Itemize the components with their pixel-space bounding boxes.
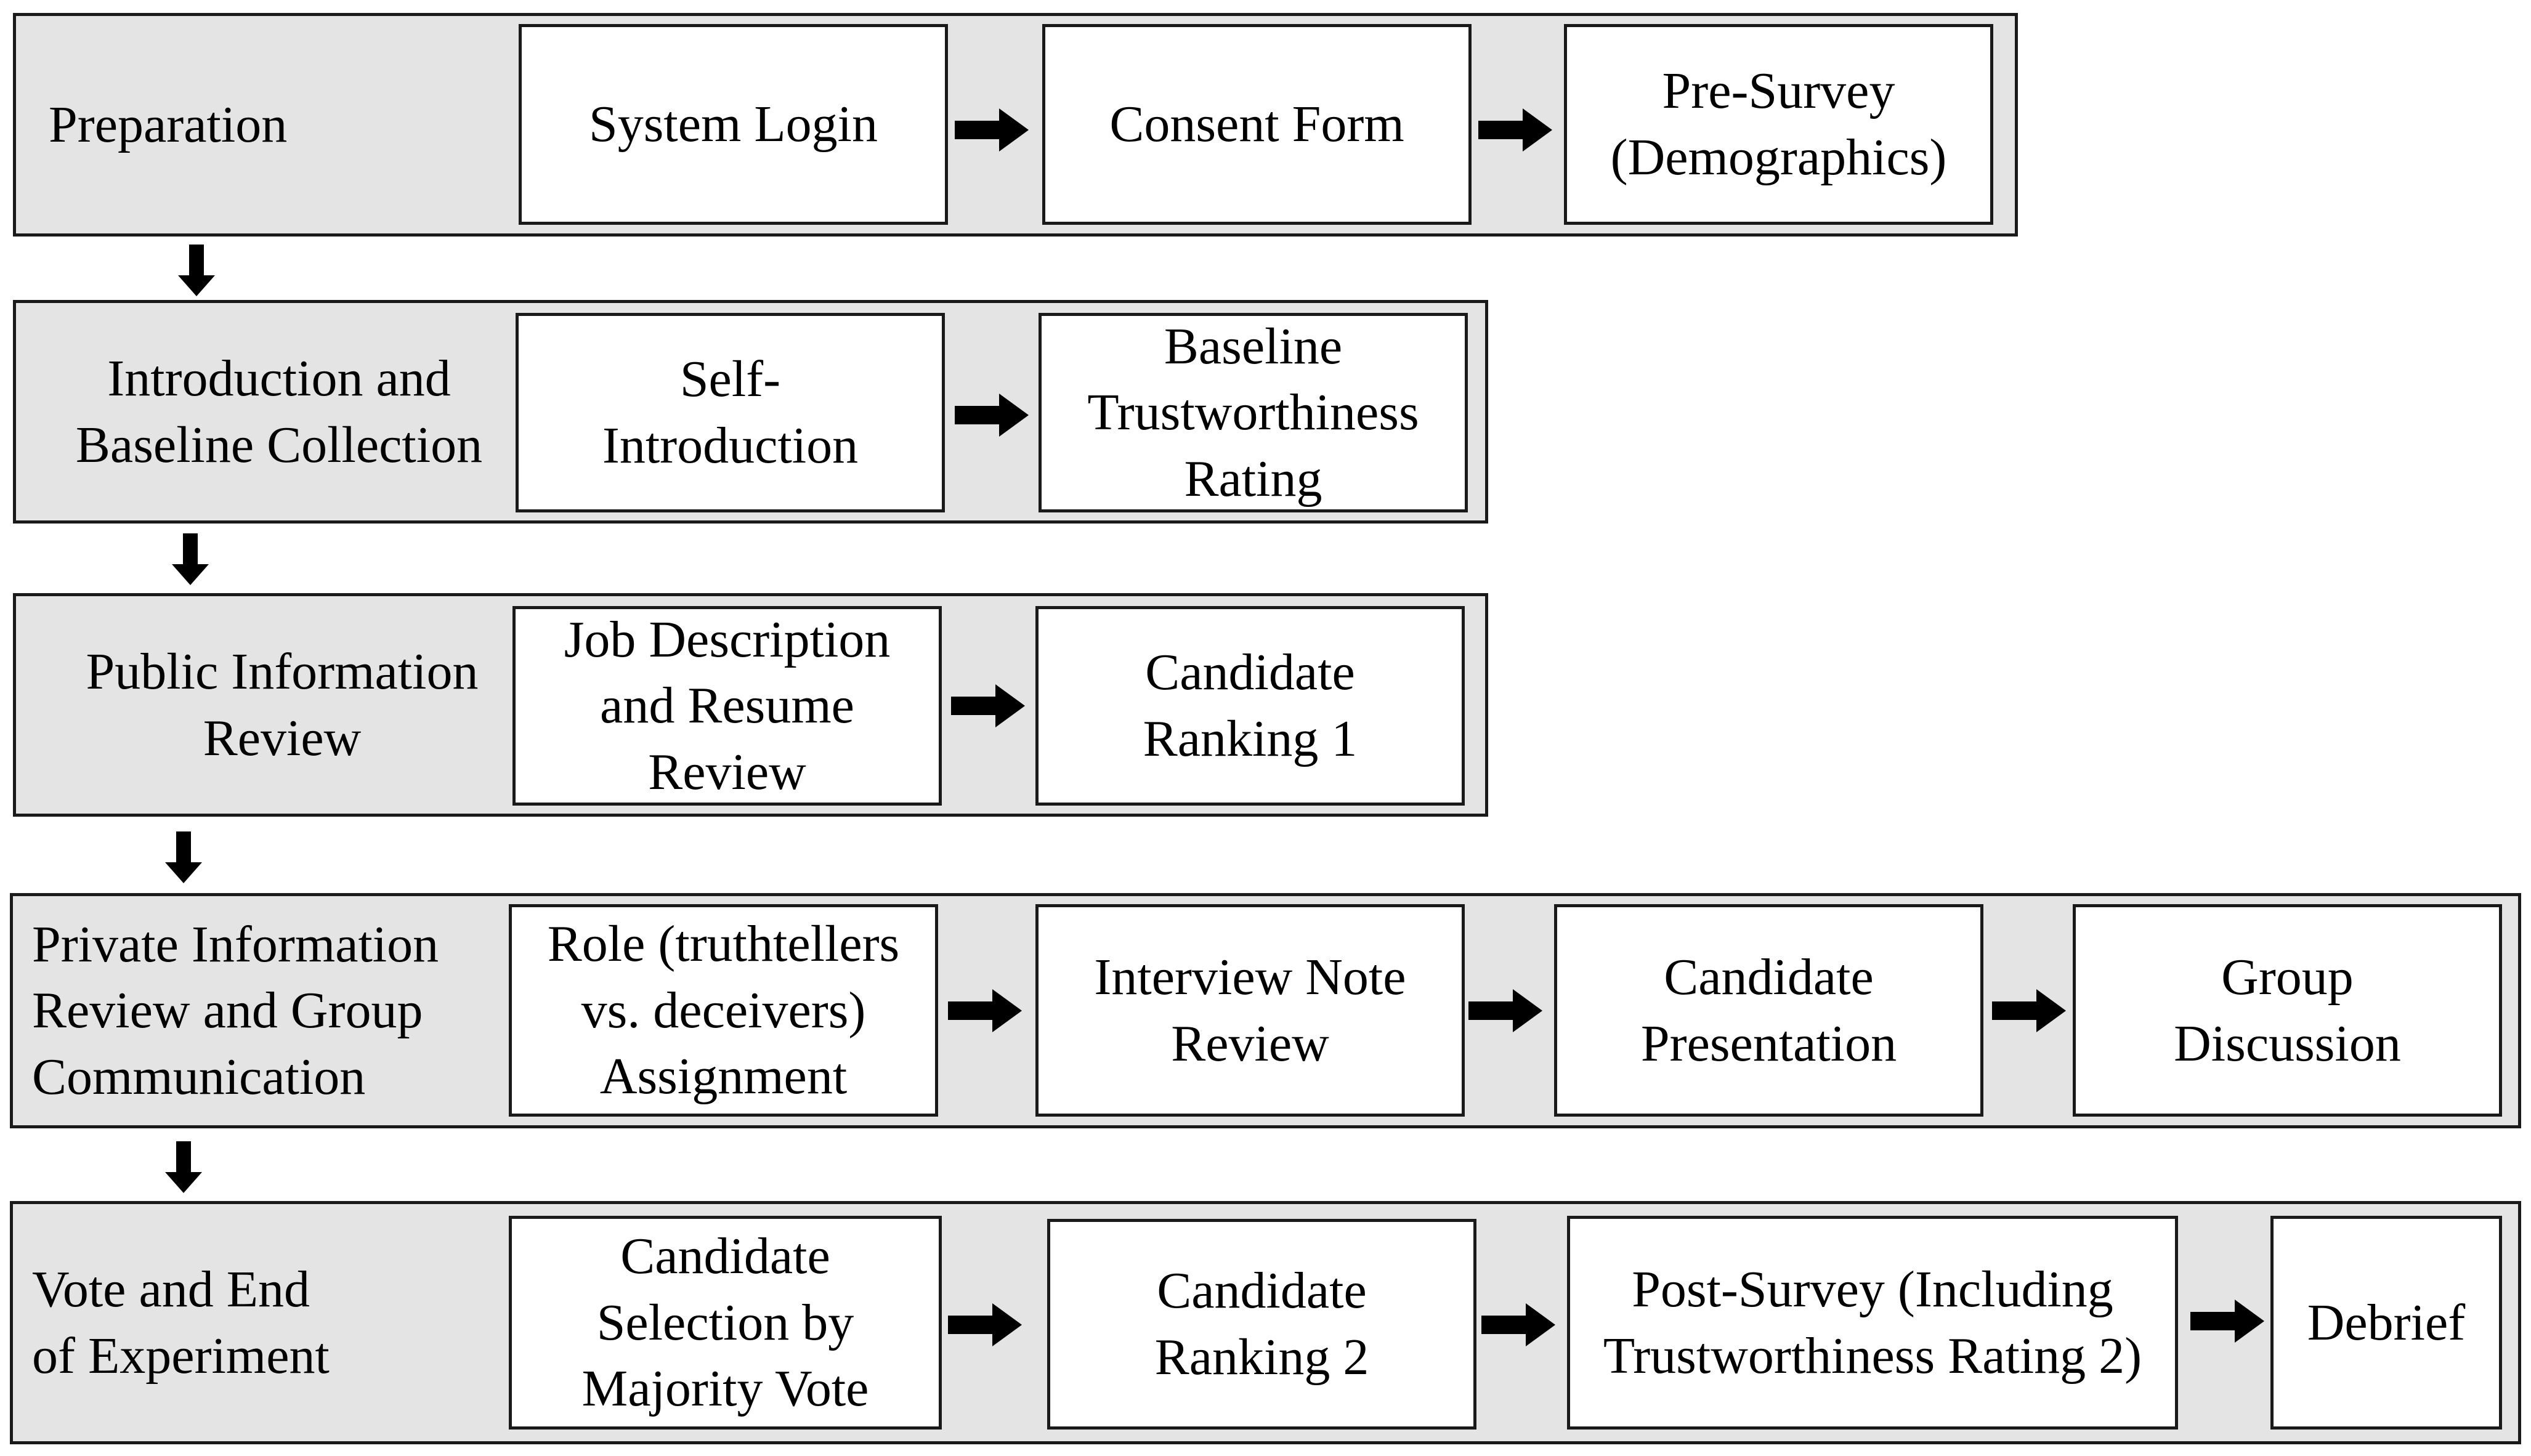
right-arrow-icon (2190, 1300, 2264, 1343)
step-group-discussion: Group Discussion (2073, 904, 2502, 1117)
right-arrow-icon (1992, 989, 2066, 1032)
step-role-assignment: Role (truthtellers vs. deceivers) Assign… (509, 904, 938, 1117)
right-arrow-icon (1468, 989, 1542, 1032)
right-arrow-icon (955, 108, 1029, 152)
step-self-introduction: Self- Introduction (516, 313, 945, 512)
stage-vote-end-label: Vote and End of Experiment (32, 1260, 330, 1385)
step-consent-form: Consent Form (1042, 24, 1472, 225)
stage-introduction-label: Introduction and Baseline Collection (75, 349, 483, 474)
stage-private-information-label: Private Information Review and Group Com… (32, 915, 439, 1106)
step-candidate-selection-majority-vote: Candidate Selection by Majority Vote (509, 1216, 942, 1430)
step-debrief: Debrief (2270, 1216, 2502, 1430)
step-pre-survey: Pre-Survey (Demographics) (1564, 24, 1993, 225)
down-arrow-icon (165, 831, 202, 883)
right-arrow-icon (1478, 108, 1552, 152)
step-interview-note-review: Interview Note Review (1035, 904, 1465, 1117)
step-baseline-trustworthiness-rating: Baseline Trustworthiness Rating (1039, 313, 1468, 512)
step-post-survey: Post-Survey (Including Trustworthiness R… (1567, 1216, 2178, 1430)
step-system-login: System Login (519, 24, 948, 225)
right-arrow-icon (955, 394, 1029, 437)
stage-preparation-label: Preparation (49, 95, 288, 153)
right-arrow-icon (948, 989, 1022, 1032)
right-arrow-icon (1481, 1303, 1555, 1346)
step-candidate-ranking-1: Candidate Ranking 1 (1035, 606, 1465, 806)
step-candidate-ranking-2: Candidate Ranking 2 (1047, 1219, 1476, 1430)
down-arrow-icon (172, 533, 209, 585)
step-job-description-resume-review: Job Description and Resume Review (512, 606, 942, 806)
step-candidate-presentation: Candidate Presentation (1554, 904, 1983, 1117)
right-arrow-icon (948, 1303, 1022, 1346)
right-arrow-icon (951, 684, 1025, 727)
stage-public-information-label: Public Information Review (86, 642, 479, 767)
down-arrow-icon (178, 245, 215, 296)
down-arrow-icon (165, 1141, 202, 1193)
